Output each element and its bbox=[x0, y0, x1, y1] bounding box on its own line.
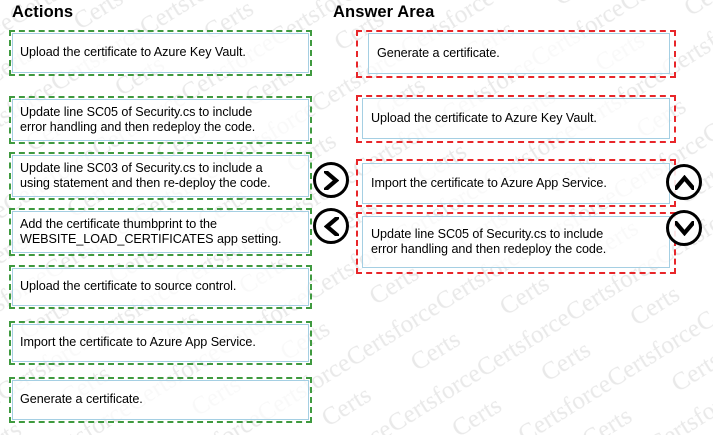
move-up-button[interactable] bbox=[666, 164, 702, 200]
move-left-button[interactable] bbox=[313, 208, 349, 244]
move-right-button[interactable] bbox=[313, 162, 349, 198]
answer-box[interactable]: Update line SC05 of Security.cs to inclu… bbox=[362, 216, 670, 268]
action-tile-label: Upload the certificate to Azure Key Vaul… bbox=[20, 45, 246, 60]
chevron-down-icon bbox=[674, 220, 694, 236]
answer-box[interactable]: Upload the certificate to Azure Key Vaul… bbox=[362, 98, 670, 139]
action-tile-label: Update line SC05 of Security.cs to inclu… bbox=[20, 104, 256, 135]
answer-area-panel-title: Answer Area bbox=[333, 3, 435, 21]
answer-box-label: Generate a certificate. bbox=[377, 45, 500, 60]
chevron-up-icon bbox=[674, 174, 694, 190]
action-tile-label: Add the certificate thumbprint to the WE… bbox=[20, 216, 282, 247]
chevron-left-icon bbox=[323, 216, 339, 236]
action-tile-label: Upload the certificate to source control… bbox=[20, 279, 237, 294]
action-tile-surface: Import the certificate to Azure App Serv… bbox=[12, 324, 309, 362]
move-down-button[interactable] bbox=[666, 210, 702, 246]
action-tile[interactable]: Upload the certificate to source control… bbox=[9, 265, 312, 309]
action-tile[interactable]: Import the certificate to Azure App Serv… bbox=[9, 321, 312, 365]
action-tile-surface: Upload the certificate to source control… bbox=[12, 268, 309, 306]
action-tile[interactable]: Generate a certificate. bbox=[9, 377, 312, 423]
answer-box-label: Import the certificate to Azure App Serv… bbox=[371, 175, 607, 190]
action-tile-surface: Generate a certificate. bbox=[12, 380, 309, 420]
chevron-right-icon bbox=[323, 170, 339, 190]
answer-box-label: Upload the certificate to Azure Key Vaul… bbox=[371, 110, 597, 125]
action-tile[interactable]: Upload the certificate to Azure Key Vaul… bbox=[9, 30, 312, 76]
action-tile[interactable]: Add the certificate thumbprint to the WE… bbox=[9, 208, 312, 256]
answer-box[interactable]: Generate a certificate. bbox=[368, 33, 670, 74]
action-tile-surface: Update line SC03 of Security.cs to inclu… bbox=[12, 155, 309, 197]
action-tile-label: Generate a certificate. bbox=[20, 392, 143, 407]
action-tile[interactable]: Update line SC03 of Security.cs to inclu… bbox=[9, 152, 312, 200]
action-tile-surface: Add the certificate thumbprint to the WE… bbox=[12, 211, 309, 253]
answer-box[interactable]: Import the certificate to Azure App Serv… bbox=[362, 163, 670, 204]
answer-box-label: Update line SC05 of Security.cs to inclu… bbox=[371, 226, 607, 257]
action-tile-label: Update line SC03 of Security.cs to inclu… bbox=[20, 160, 271, 191]
action-tile[interactable]: Update line SC05 of Security.cs to inclu… bbox=[9, 96, 312, 144]
action-tile-surface: Upload the certificate to Azure Key Vaul… bbox=[12, 33, 309, 73]
actions-panel-title: Actions bbox=[12, 3, 74, 21]
action-tile-surface: Update line SC05 of Security.cs to inclu… bbox=[12, 99, 309, 141]
action-tile-label: Import the certificate to Azure App Serv… bbox=[20, 335, 256, 350]
